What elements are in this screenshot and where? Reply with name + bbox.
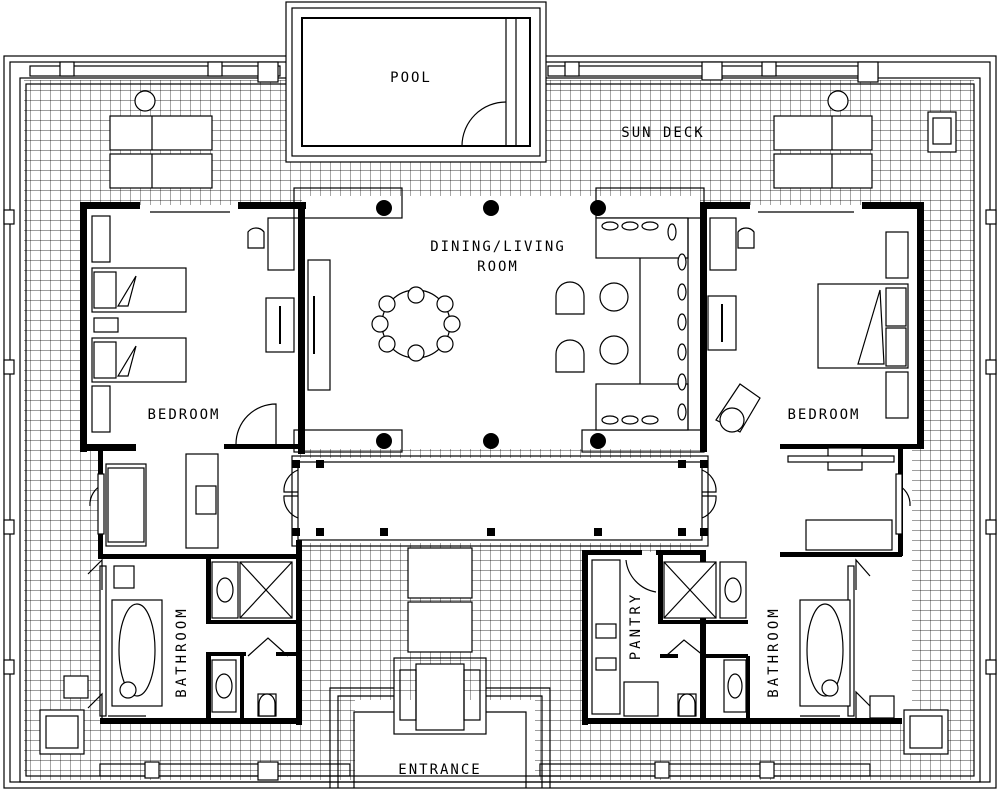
windows <box>97 211 903 717</box>
pool: POOL <box>285 1 547 163</box>
entrance-label: ENTRANCE <box>398 762 481 778</box>
left-bedroom-furniture: BEDROOM <box>91 215 295 549</box>
sun-loungers: SUN DECK <box>109 90 957 189</box>
bathroom-left-label: BATHROOM <box>174 606 190 697</box>
right-bedroom-furniture: BEDROOM <box>707 217 909 551</box>
bedroom-left-label: BEDROOM <box>147 407 220 423</box>
right-bathroom-fixtures: BATHROOM <box>663 558 871 718</box>
pantry: PANTRY <box>591 559 659 717</box>
plant-row <box>601 221 687 425</box>
dining-living-furniture: DINING/LIVING ROOM <box>307 217 689 431</box>
columns <box>292 200 708 536</box>
left-bathroom-fixtures: BATHROOM <box>87 558 293 720</box>
dining-living-label-line1: DINING/LIVING <box>430 239 566 255</box>
sun-deck-label: SUN DECK <box>621 125 704 141</box>
pantry-label: PANTRY <box>628 592 644 661</box>
pool-label: POOL <box>390 70 432 86</box>
entrance-walkway: ENTRANCE <box>329 547 551 788</box>
bathroom-right-label: BATHROOM <box>766 606 782 697</box>
dining-living-label-line2: ROOM <box>477 259 519 275</box>
bedroom-right-label: BEDROOM <box>787 407 860 423</box>
